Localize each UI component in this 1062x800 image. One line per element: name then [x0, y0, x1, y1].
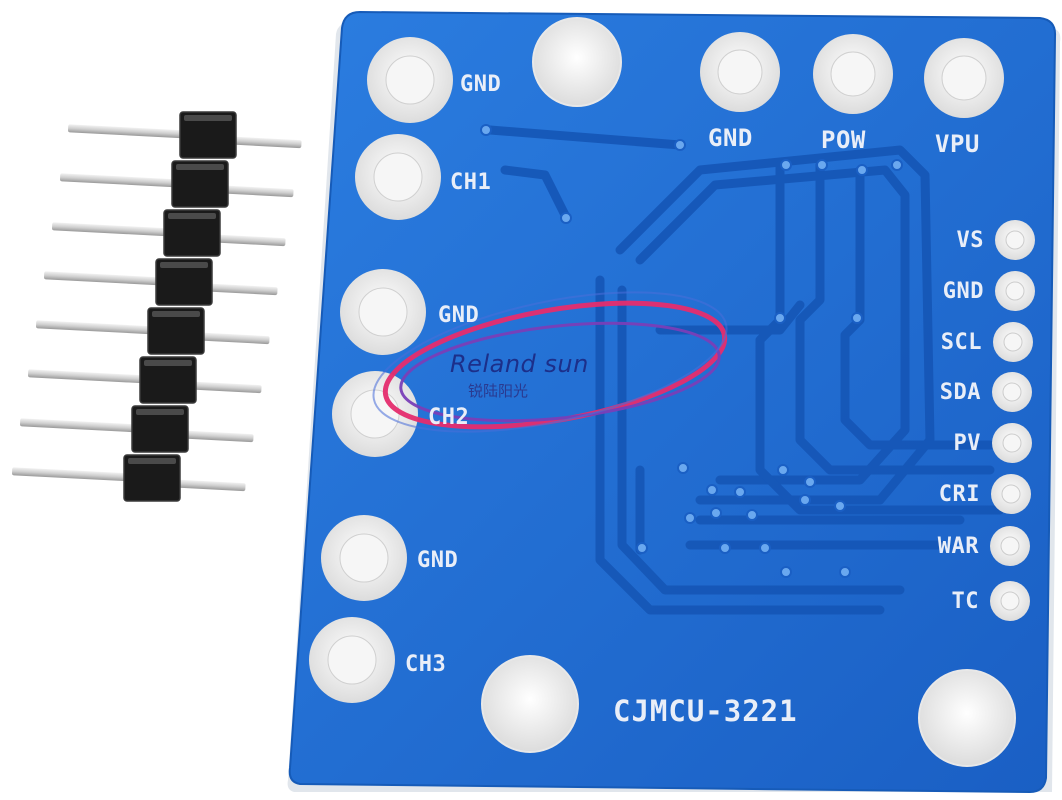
header-pin-right [171, 430, 254, 443]
label-top-pow: POW [821, 126, 866, 154]
pin-header [11, 111, 302, 502]
label-top-gnd: GND [708, 124, 753, 152]
pad-right-war [990, 526, 1030, 566]
pad-left-ch3 [309, 617, 395, 703]
pad-left-ch1 [355, 134, 441, 220]
pad-right-scl [993, 322, 1033, 362]
header-pin-right [195, 283, 278, 296]
header-pin-right [179, 381, 262, 394]
header-segment-highlight [152, 311, 200, 317]
watermark-text: Reland sun [450, 350, 589, 378]
label-gnd-3: GND [417, 548, 459, 573]
header-plastic-segment [179, 111, 237, 159]
pad-left-gnd-2 [340, 269, 426, 355]
header-segment-highlight [128, 458, 176, 464]
header-plastic-body [123, 111, 237, 502]
header-plastic-segment [163, 209, 221, 257]
pad-right-vs [995, 220, 1035, 260]
header-pin-right [219, 136, 302, 149]
header-plastic-segment [155, 258, 213, 306]
header-plastic-segment [139, 356, 197, 404]
label-right-pv: PV [953, 431, 981, 456]
pcb-pads [309, 17, 1035, 767]
header-plastic-segment [147, 307, 205, 355]
pcb-vias [480, 124, 903, 578]
pad-top-vpu [924, 38, 1004, 118]
label-ch1: CH1 [450, 170, 492, 195]
label-right-tc: TC [951, 589, 979, 614]
header-plastic-segment [131, 405, 189, 453]
label-right-scl: SCL [940, 330, 982, 355]
header-pin-right [163, 479, 246, 492]
header-segment-highlight [136, 409, 184, 415]
label-right-cri: CRI [938, 482, 980, 507]
label-gnd-2: GND [438, 303, 480, 328]
header-segment-highlight [184, 115, 232, 121]
pcb-traces [485, 125, 1005, 615]
pad-mount-bottom-right [918, 669, 1016, 767]
header-segment-highlight [176, 164, 224, 170]
pad-mount-top [532, 17, 622, 107]
pad-left-gnd-1 [367, 37, 453, 123]
label-ch3: CH3 [405, 652, 447, 677]
pad-right-tc [990, 581, 1030, 621]
board-model-label: CJMCU-3221 [613, 694, 798, 728]
label-ch2: CH2 [428, 405, 470, 430]
pad-left-gnd-3 [321, 515, 407, 601]
header-segment-highlight [144, 360, 192, 366]
pad-top-gnd [700, 32, 780, 112]
label-right-sda: SDA [939, 380, 981, 405]
label-right-vs: VS [956, 228, 984, 253]
header-pin-right [203, 234, 286, 247]
header-plastic-segment [123, 454, 181, 502]
header-pin-right [187, 332, 270, 345]
watermark-logo [372, 291, 728, 433]
header-segment-highlight [160, 262, 208, 268]
pad-top-pow [813, 34, 893, 114]
label-right-gnd: GND [942, 279, 984, 304]
label-top-vpu: VPU [935, 130, 980, 158]
pad-right-pv [992, 423, 1032, 463]
pad-right-cri [991, 474, 1031, 514]
watermark-subtext: 锐陆阳光 [468, 382, 529, 400]
pad-right-gnd [995, 271, 1035, 311]
label-right-war: WAR [937, 534, 979, 559]
header-plastic-segment [171, 160, 229, 208]
pad-right-sda [992, 372, 1032, 412]
header-pin-right [211, 185, 294, 198]
label-gnd-1: GND [460, 72, 502, 97]
header-segment-highlight [168, 213, 216, 219]
pad-mount-bottom-left [481, 655, 579, 753]
